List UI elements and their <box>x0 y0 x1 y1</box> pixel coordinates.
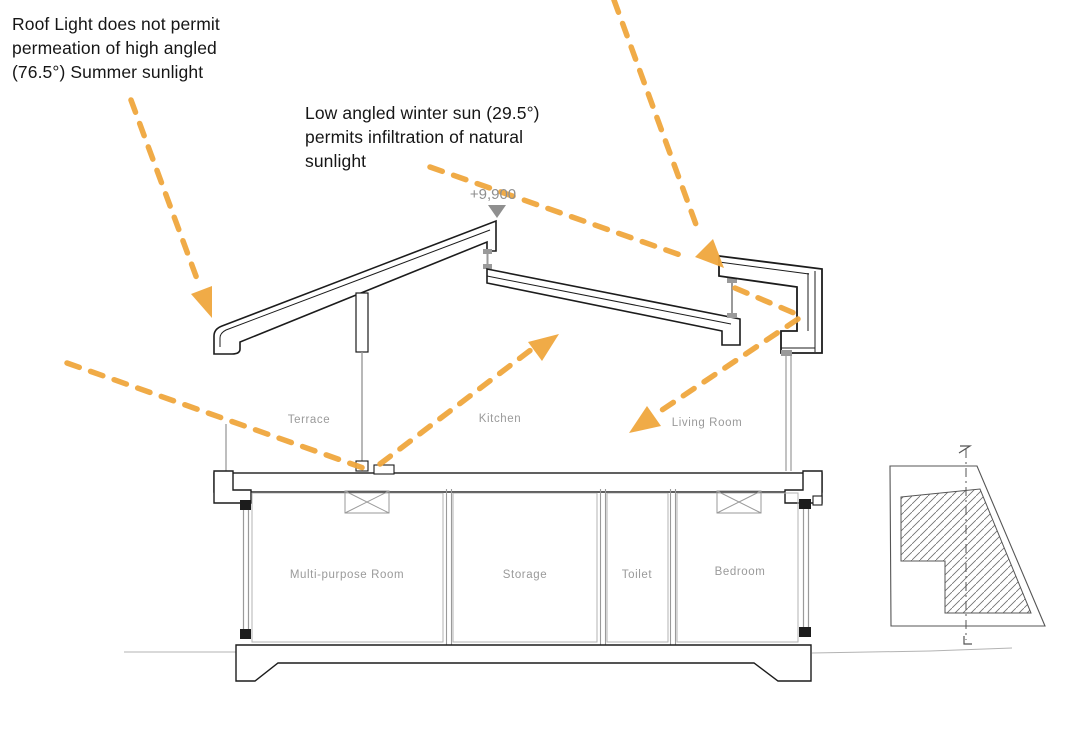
site-plan <box>889 445 1046 645</box>
right-exterior-wall <box>799 499 811 637</box>
annotation-line: permits infiltration of natural <box>305 127 524 147</box>
roof-light <box>718 254 823 354</box>
ground-floor-rooms <box>251 489 799 645</box>
left-exterior-wall <box>240 500 251 639</box>
summer-sun-ray-right <box>611 0 701 233</box>
site-boundary <box>889 465 1046 627</box>
winter-sun-ray-terrace <box>64 334 559 472</box>
right-clerestory-window <box>727 278 737 318</box>
ground-line-right <box>811 647 1013 654</box>
room-label-multi-purpose: Multi-purpose Room <box>290 569 404 581</box>
arrowhead-icon <box>629 406 661 433</box>
room-label-bedroom: Bedroom <box>715 566 766 578</box>
elevation-triangle-icon <box>488 205 506 218</box>
beam-section-mark-left <box>344 490 390 514</box>
elevation-marker: +9,900 <box>470 186 516 218</box>
living-room-window <box>781 350 792 471</box>
annotation-line: Roof Light does not permit <box>12 14 220 34</box>
kitchen-post <box>355 292 369 472</box>
winter-sun-ray <box>427 164 804 433</box>
foundation <box>235 644 812 682</box>
section-arrow-top <box>958 445 973 454</box>
arrowhead-icon <box>528 334 559 361</box>
middle-roof <box>486 268 741 346</box>
beam-section-mark-right <box>716 490 762 514</box>
annotation-line: sunlight <box>305 151 367 171</box>
elevation-value: +9,900 <box>470 186 516 203</box>
summer-sun-annotation: Roof Light does not permit permeation of… <box>12 12 220 84</box>
annotation-line: permeation of high angled <box>12 38 217 58</box>
section-arrow-bottom <box>963 636 972 645</box>
room-label-toilet: Toilet <box>622 569 653 581</box>
summer-sun-ray-left <box>128 97 212 318</box>
floor-slab <box>213 464 823 506</box>
arrowhead-icon <box>695 239 724 268</box>
winter-sun-annotation: Low angled winter sun (29.5°) permits in… <box>305 101 540 173</box>
left-roof <box>213 219 497 355</box>
peak-clerestory-window <box>483 249 492 269</box>
room-label-terrace: Terrace <box>288 414 331 426</box>
arrowhead-icon <box>191 286 212 318</box>
annotation-line: Low angled winter sun (29.5°) <box>305 103 540 123</box>
annotation-line: (76.5°) Summer sunlight <box>12 62 204 82</box>
room-label-storage: Storage <box>503 569 547 581</box>
room-label-kitchen: Kitchen <box>479 413 522 425</box>
room-label-living-room: Living Room <box>672 417 743 429</box>
